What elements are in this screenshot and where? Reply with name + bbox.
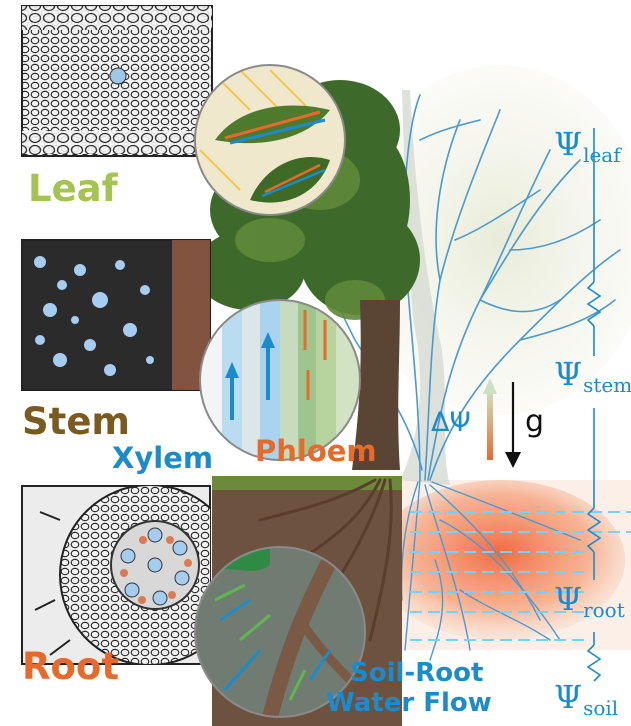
psi-root: Ψroot xyxy=(554,580,625,622)
psi-soil: Ψsoil xyxy=(554,678,618,720)
root-label: Root xyxy=(22,645,119,688)
stem-micrograph xyxy=(22,240,210,390)
stem-label: Stem xyxy=(22,400,130,443)
phloem-label: Phloem xyxy=(255,434,377,468)
leaf-micrograph xyxy=(22,6,212,156)
xylem-label: Xylem xyxy=(112,441,213,475)
water-potential-gradient-arrow xyxy=(483,378,497,460)
leaf-label: Leaf xyxy=(28,167,118,210)
leaf-zoom-circle xyxy=(195,65,345,215)
soil-root-label-line2: Water Flow xyxy=(326,688,492,718)
soil-root-label-line1: Soil-Root xyxy=(350,658,483,688)
psi-leaf: Ψleaf xyxy=(554,125,621,167)
delta-psi-label: ΔΨ xyxy=(431,407,471,438)
psi-stem: Ψstem xyxy=(554,355,631,397)
gravity-label: g xyxy=(525,404,544,439)
